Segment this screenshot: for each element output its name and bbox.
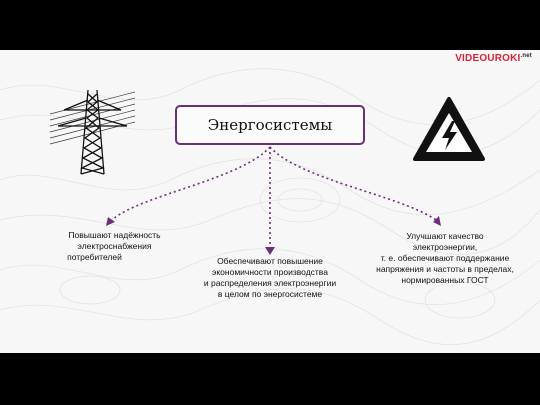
logo-suffix: .net [520, 53, 532, 59]
power-tower-icon [50, 89, 135, 175]
branch-line: электроэнергии, [412, 242, 478, 252]
branch-label-reliability: Повышают надёжность электроснабжения пот… [52, 230, 177, 263]
branch-line: Повышают надёжность [68, 230, 161, 240]
logo-text: VIDEOUROKI [455, 53, 521, 64]
branch-line: в целом по энергосистеме [217, 289, 323, 299]
arrow-left [111, 146, 271, 221]
arrowhead-right [433, 216, 441, 226]
branch-line: Улучшают качество [406, 231, 484, 241]
branch-line: нормированных ГОСТ [401, 275, 489, 285]
central-node-title: Энергосистемы [207, 116, 333, 134]
high-voltage-warning-icon [413, 97, 485, 161]
branch-line: экономичности производства [212, 267, 328, 277]
videouroki-logo: VIDEOUROKI.net [455, 53, 532, 64]
branch-line: потребителей [67, 252, 122, 262]
branch-line: напряжения и частоты в пределах, [376, 264, 514, 274]
branch-line: электроснабжения [77, 241, 152, 251]
branch-line: Обеспечивают повышение [217, 256, 323, 266]
connector-arrows [106, 146, 441, 255]
slide: VIDEOUROKI.net Энергосистемы Повышают на… [0, 50, 540, 353]
branch-label-economy: Обеспечивают повышение экономичности про… [190, 256, 350, 300]
arrowhead-left [106, 217, 115, 226]
branch-line: т. е. обеспечивают поддержание [380, 253, 510, 263]
arrowhead-middle [265, 247, 275, 255]
branch-line: и распределения электроэнергии [203, 278, 337, 288]
branch-label-quality: Улучшают качество электроэнергии, т. е. … [360, 231, 530, 286]
arrow-right [269, 146, 437, 221]
central-node: Энергосистемы [175, 105, 365, 145]
